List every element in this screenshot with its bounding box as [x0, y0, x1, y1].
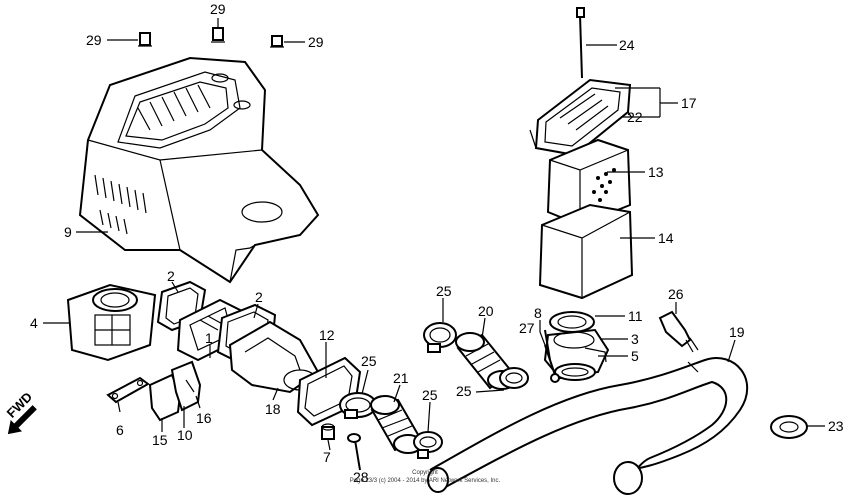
screw-28	[347, 433, 361, 471]
sensor-26	[658, 310, 699, 353]
callout-labels: 29 29 29 24 17 22 13 14 9 4 2 2 1 6 15 1…	[30, 1, 844, 485]
callout-16: 16	[196, 410, 212, 426]
footer-page-info: Page 23/3 (c) 2004 - 2014 by ARI Network…	[349, 478, 501, 484]
callout-10: 10	[177, 427, 193, 443]
reed-clip-15-10-16	[148, 360, 202, 422]
callout-18: 18	[265, 401, 281, 417]
callout-8: 8	[534, 305, 542, 321]
filter-cover-17-22	[529, 78, 633, 157]
hose-19	[427, 357, 749, 495]
hose-clamp-25-mid	[499, 367, 529, 389]
footer-copyright: Copyright	[412, 470, 438, 476]
leader-lines	[43, 18, 825, 471]
intake-flange-4	[66, 283, 157, 362]
callout-25-left: 25	[361, 353, 377, 369]
callout-4: 4	[30, 315, 38, 331]
callout-25-mid: 25	[456, 383, 472, 399]
clamp-ring-5	[554, 363, 596, 381]
callout-3: 3	[631, 331, 639, 347]
hose-clamp-25-lower	[413, 431, 443, 459]
callout-29-right: 29	[308, 34, 324, 50]
callout-29-left: 29	[86, 32, 102, 48]
bolt-29-right	[270, 35, 284, 48]
callout-29-top: 29	[210, 1, 226, 17]
callout-24: 24	[619, 37, 635, 53]
callout-12: 12	[319, 327, 335, 343]
callout-7: 7	[323, 449, 331, 465]
hose-clamp-25-upper	[423, 322, 457, 353]
callout-9: 9	[64, 224, 72, 240]
callout-17: 17	[681, 95, 697, 111]
callout-27: 27	[519, 320, 535, 336]
air-box-part	[78, 56, 320, 284]
bolt-29-left	[138, 32, 152, 47]
callout-11: 11	[628, 308, 643, 324]
fwd-label: FWD	[4, 389, 36, 421]
nut-7	[321, 423, 335, 440]
callout-23: 23	[828, 418, 844, 434]
callout-28: 28	[353, 469, 369, 485]
callout-5: 5	[631, 348, 639, 364]
callout-2-left: 2	[167, 268, 175, 284]
screw-27	[544, 344, 560, 383]
long-screw-24	[576, 7, 585, 79]
boot-21	[370, 395, 423, 454]
reed-stop-plate-6	[106, 376, 150, 404]
callout-1: 1	[205, 330, 213, 346]
seal-ring-11	[549, 311, 595, 333]
callout-14: 14	[658, 230, 674, 246]
callout-6: 6	[116, 422, 124, 438]
callout-26: 26	[668, 286, 684, 302]
callout-22: 22	[627, 109, 643, 125]
washer-23	[770, 415, 808, 439]
callout-19: 19	[729, 324, 745, 340]
bolt-29-top	[211, 27, 225, 43]
filter-element-13	[546, 138, 632, 227]
callout-25-upper: 25	[436, 283, 452, 299]
callout-15: 15	[152, 432, 168, 448]
callout-20: 20	[478, 303, 494, 319]
filter-sleeve-14	[538, 203, 634, 300]
callout-2-right: 2	[255, 289, 263, 305]
callout-21: 21	[393, 370, 409, 386]
fwd-arrow: FWD	[4, 389, 37, 435]
arrow-icon	[7, 405, 37, 435]
callout-25-lower: 25	[422, 387, 438, 403]
callout-13: 13	[648, 164, 664, 180]
